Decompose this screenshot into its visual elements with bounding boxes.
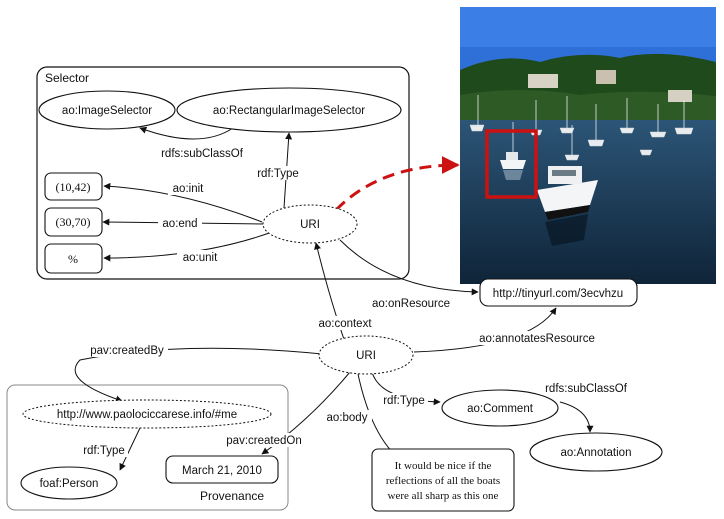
provenance-group-title: Provenance xyxy=(200,489,264,503)
selection-link-arrow xyxy=(334,156,460,212)
edge-init xyxy=(103,182,263,223)
edge-on-resource-label: ao:onResource xyxy=(372,298,450,310)
node-annotation xyxy=(529,432,663,472)
edge-rdf-type-2-label: rdf:Type xyxy=(383,395,425,407)
node-body-text-line-1: It would be nice if the xyxy=(395,460,492,472)
node-person-uri-label: http://www.paolociccarese.info/#me xyxy=(57,409,237,421)
edge-subclass-of-2-label: rdfs:subClassOf xyxy=(545,383,628,395)
node-foaf-person-label: foaf:Person xyxy=(40,478,99,490)
node-body-text-line-2: reflections of all the boats xyxy=(386,475,500,487)
edge-created-by-label: pav:createdBy xyxy=(90,345,164,357)
node-rectangular-image-selector xyxy=(176,87,402,133)
edge-subclass-of-1-label: rdfs:subClassOf xyxy=(161,148,244,160)
node-person-uri xyxy=(22,399,272,429)
node-resource-url xyxy=(479,278,638,307)
node-image-selector-label: ao:ImageSelector xyxy=(62,105,152,117)
node-created-date-label: March 21, 2010 xyxy=(182,465,262,477)
node-init-value xyxy=(44,172,103,201)
edge-context xyxy=(314,242,347,346)
edge-labels: rdfs:subClassOf rdf:Type ao:init ao:end … xyxy=(80,146,631,457)
node-annotation-label: ao:Annotation xyxy=(561,447,632,459)
node-selector-uri xyxy=(262,204,358,244)
selector-group-title: Selector xyxy=(45,71,89,85)
edge-created-on-label: pav:createdOn xyxy=(226,435,301,447)
edge-init-label: ao:init xyxy=(173,183,204,195)
edge-subclass-of-1 xyxy=(139,126,234,140)
node-rectangular-image-selector-label: ao:RectangularImageSelector xyxy=(213,105,365,117)
node-foaf-person xyxy=(20,466,118,500)
node-selector-uri-label: URI xyxy=(300,219,320,231)
node-body-text xyxy=(371,448,515,512)
node-body-text-line-3: were all sharp as this one xyxy=(388,490,499,502)
edge-rdf-type-3-label: rdf:Type xyxy=(83,445,125,457)
node-comment-label: ao:Comment xyxy=(467,403,534,415)
node-created-date xyxy=(165,455,279,484)
node-annotation-uri-label: URI xyxy=(356,350,376,362)
node-resource-url-label: http://tinyurl.com/3ecvhzu xyxy=(493,288,623,300)
edge-annotates-resource xyxy=(413,307,557,353)
edge-on-resource xyxy=(339,239,479,296)
node-unit-value xyxy=(44,243,103,274)
image-selection-region xyxy=(485,129,538,199)
harbor-photo xyxy=(460,7,716,284)
edge-context-label: ao:context xyxy=(318,318,372,330)
node-unit-value-label: % xyxy=(68,252,78,266)
node-comment xyxy=(441,389,559,427)
node-image-selector xyxy=(38,90,176,130)
node-end-value xyxy=(44,207,103,237)
edge-body-label: ao:body xyxy=(327,412,368,424)
edge-end-label: ao:end xyxy=(162,218,197,230)
node-init-value-label: (10,42) xyxy=(56,180,91,194)
edge-rdf-type-3 xyxy=(119,427,141,471)
node-annotation-uri xyxy=(318,335,414,375)
edge-rdf-type-1-label: rdf:Type xyxy=(257,168,299,180)
edge-unit-label: ao:unit xyxy=(183,252,218,264)
node-end-value-label: (30,70) xyxy=(56,215,91,229)
provenance-group xyxy=(6,384,289,511)
edge-subclass-of-2 xyxy=(559,401,594,433)
edge-annotates-resource-label: ao:annotatesResource xyxy=(479,333,595,345)
selector-group xyxy=(36,66,410,280)
